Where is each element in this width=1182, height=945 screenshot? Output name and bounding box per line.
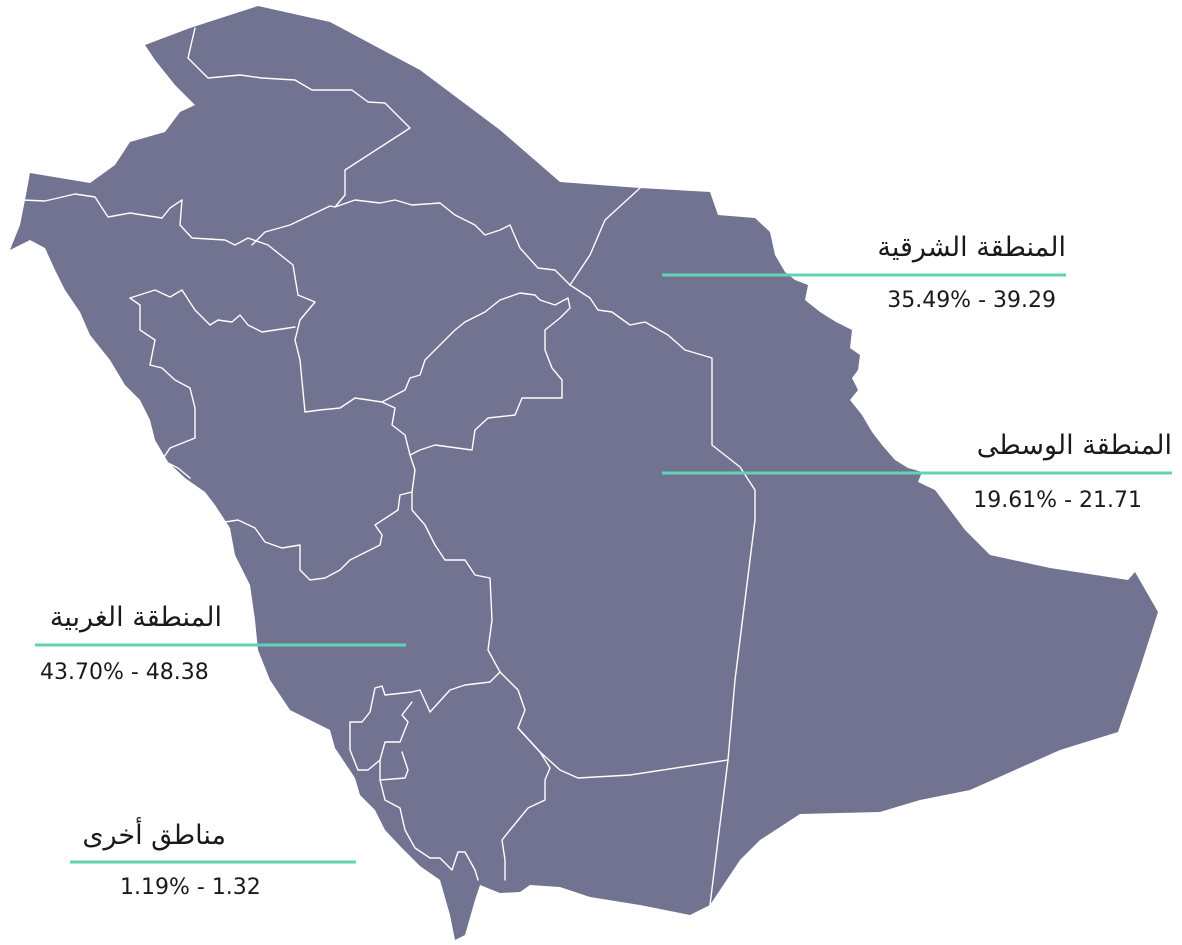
region-name: مناطق أخرى <box>82 820 226 851</box>
internal-borders <box>21 27 756 906</box>
country-outline <box>10 6 1158 940</box>
region-name: المنطقة الشرقية <box>877 232 1066 263</box>
region-range: 43.70% - 48.38 <box>40 660 209 685</box>
region-name: المنطقة الوسطى <box>976 430 1172 461</box>
region-range: 1.19% - 1.32 <box>120 875 261 900</box>
region-range: 35.49% - 39.29 <box>887 288 1056 313</box>
region-range: 19.61% - 21.71 <box>973 488 1142 513</box>
region-name: المنطقة الغربية <box>49 602 222 633</box>
leader-lines <box>35 273 1172 864</box>
